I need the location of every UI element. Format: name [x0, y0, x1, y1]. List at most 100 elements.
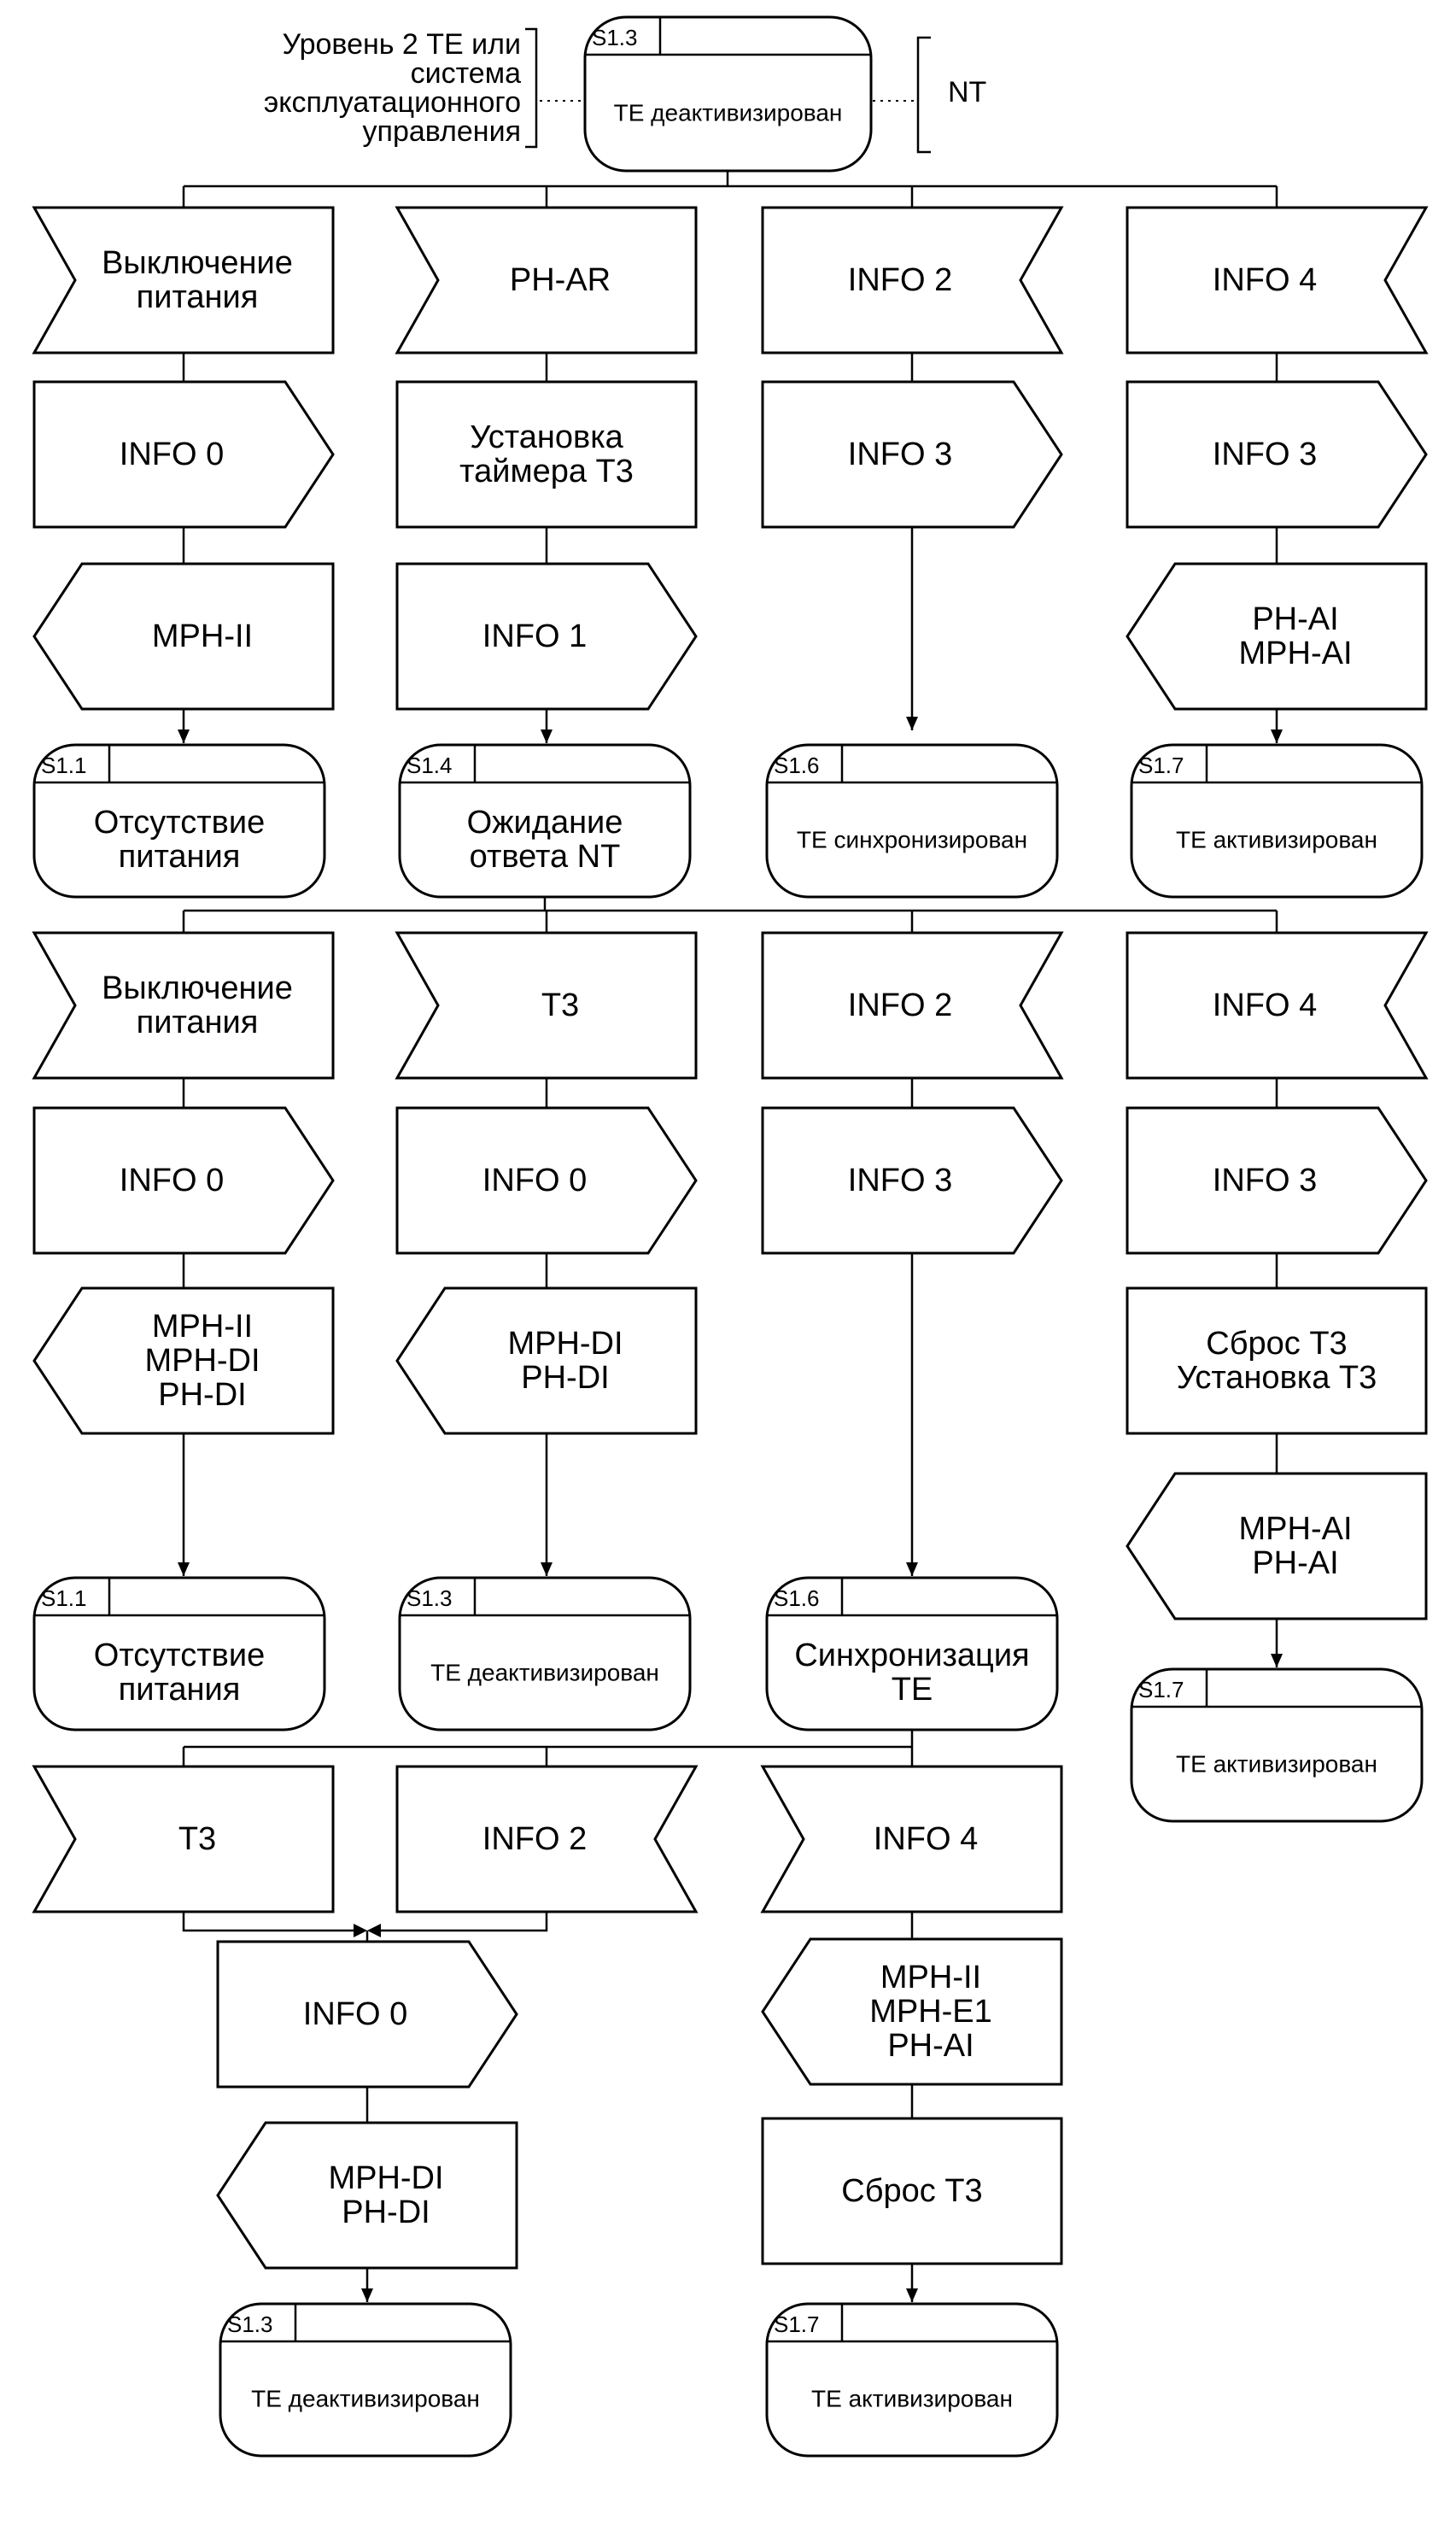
task-set-timer-t3-label: Установка: [470, 419, 623, 455]
connector-line: [377, 1912, 548, 1932]
state-ref: S1.7: [1138, 753, 1184, 778]
input-t3: T3: [395, 931, 698, 1080]
state-ref: S1.4: [406, 753, 453, 778]
state-S1-3: S1.3TE деактивизирован: [583, 15, 873, 173]
output-info-0-label: INFO 0: [303, 1996, 407, 2032]
output-mph-ai-ph-ai-label: MPH-AI: [1239, 1511, 1353, 1547]
state-S1-7: S1.7 TE активизирован: [1130, 1667, 1424, 1823]
output-info-3: INFO 3: [761, 1106, 1063, 1255]
state-label: TE активизирован: [811, 2386, 1013, 2412]
task-reset-t3-label: Сброс T3: [841, 2173, 982, 2209]
output-ph-ai-mph-ai-label: MPH-AI: [1239, 636, 1353, 671]
context-left-label: Уровень 2 TE или: [283, 28, 522, 61]
output-info-1-label: INFO 1: [482, 618, 587, 654]
output-mph-di-ph-di-label: MPH-DI: [328, 2160, 443, 2196]
state-ref: S1.3: [592, 25, 638, 50]
arrowhead: [361, 2288, 373, 2302]
state-label: TE активизирован: [1176, 1751, 1377, 1778]
state-ref: S1.7: [774, 2312, 820, 2337]
output-info-0-label: INFO 0: [120, 1163, 224, 1198]
arrowhead: [541, 730, 553, 743]
task-reset-set-t3-label: Установка T3: [1177, 1360, 1377, 1396]
arrowhead: [1271, 730, 1283, 743]
state-label: Синхронизация: [794, 1638, 1029, 1673]
input-info-4: INFO 4: [1126, 931, 1429, 1080]
context-left-label: система: [411, 57, 521, 90]
task-set-timer-t3-label: таймера T3: [459, 454, 634, 489]
state-label: ответа NT: [470, 839, 621, 875]
input-t3-label: T3: [178, 1821, 216, 1857]
output-mph-di-ph-di-label: MPH-DI: [507, 1326, 623, 1362]
arrowhead: [367, 1924, 381, 1937]
task-reset-set-t3-label: Сброс T3: [1206, 1326, 1347, 1362]
input-power-off-label: Выключение: [102, 970, 293, 1006]
state-ref: S1.6: [774, 753, 820, 778]
output-ph-ai-mph-ai-label: PH-AI: [1252, 601, 1338, 637]
output-mph-ii: MPH-II: [32, 562, 335, 711]
output-mph-ii-mph-di-ph-di-label: PH-DI: [158, 1377, 246, 1413]
arrowhead: [906, 717, 918, 730]
input-info-2: INFO 2: [395, 1765, 699, 1913]
state-ref: S1.1: [41, 753, 87, 778]
input-info-2: INFO 2: [761, 931, 1064, 1080]
state-ref: S1.3: [406, 1585, 453, 1611]
state-label: TE деактивизирован: [251, 2386, 480, 2412]
arrowhead: [541, 1562, 553, 1576]
task-reset-t3: Сброс T3: [761, 2117, 1063, 2265]
state-ref: S1.7: [1138, 1677, 1184, 1702]
input-info-4-label: INFO 4: [874, 1821, 978, 1857]
output-mph-ii-mph-di-ph-di-label: MPH-II: [152, 1309, 253, 1345]
state-label: Ожидание: [467, 805, 623, 841]
input-t3: T3: [32, 1765, 335, 1913]
input-info-2: INFO 2: [761, 206, 1064, 354]
output-info-1: INFO 1: [395, 562, 698, 711]
arrowhead: [906, 2288, 918, 2302]
output-mph-ii-mph-e1-ph-ai-label: PH-AI: [887, 2028, 974, 2064]
output-info-3-label: INFO 3: [848, 437, 952, 472]
state-ref: S1.6: [774, 1585, 820, 1611]
output-info-3-label: INFO 3: [1213, 1163, 1317, 1198]
connector-line: [182, 1912, 357, 1932]
state-ref: S1.1: [41, 1585, 87, 1611]
state-label: TE синхронизирован: [797, 827, 1027, 853]
state-S1-3: S1.3TE деактивизирован: [398, 1576, 692, 1731]
state-S1-7: S1.7TE активизирован: [1130, 743, 1424, 899]
input-info-4: INFO 4: [1126, 206, 1429, 354]
output-mph-di-ph-di-label: PH-DI: [521, 1360, 609, 1396]
connector-lines: [178, 171, 1283, 2302]
input-ph-ar-label: PH-AR: [510, 262, 611, 298]
state-ref: S1.3: [227, 2312, 273, 2337]
input-info-2-label: INFO 2: [848, 262, 952, 298]
output-mph-ii-mph-e1-ph-ai-label: MPH-II: [880, 1960, 981, 1995]
arrowhead: [178, 730, 190, 743]
output-info-0: INFO 0: [32, 1106, 335, 1255]
input-ph-ar: PH-AR: [395, 206, 698, 354]
state-S1-7: S1.7 TE активизирован: [765, 2302, 1059, 2458]
input-info-4-label: INFO 4: [1213, 262, 1317, 298]
input-power-off-label: питания: [137, 1005, 259, 1040]
output-info-3-label: INFO 3: [1213, 437, 1317, 472]
arrowhead: [1271, 1654, 1283, 1667]
output-info-0-label: INFO 0: [482, 1163, 587, 1198]
output-info-3: INFO 3: [1126, 380, 1428, 529]
arrowhead: [178, 1562, 190, 1576]
input-t3-label: T3: [541, 987, 579, 1023]
output-mph-di-ph-di-label: PH-DI: [342, 2194, 430, 2230]
state-label: Отсутствие: [94, 805, 265, 841]
output-mph-ai-ph-ai-label: PH-AI: [1252, 1545, 1338, 1581]
state-label: питания: [119, 839, 241, 875]
input-info-4-label: INFO 4: [1213, 987, 1317, 1023]
output-info-0: INFO 0: [216, 1940, 518, 2089]
